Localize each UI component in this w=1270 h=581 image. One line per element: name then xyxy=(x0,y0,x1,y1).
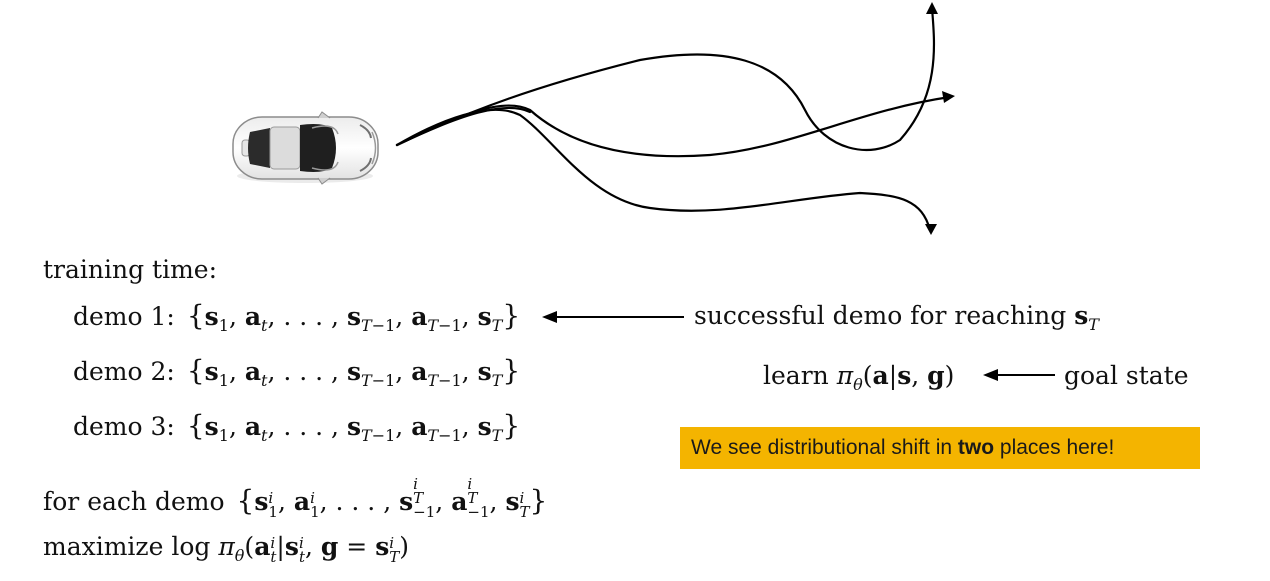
log-label: log xyxy=(171,532,211,561)
training-time-heading: training time: xyxy=(43,255,217,285)
for-each-demo-label: for each demo xyxy=(43,487,225,516)
goal-state-label: goal state xyxy=(1064,361,1189,390)
callout-suffix: places here! xyxy=(994,436,1115,459)
callout-text: We see distributional shift in two place… xyxy=(691,436,1114,460)
callout-prefix: We see distributional shift in xyxy=(691,436,958,459)
callout-bold-word: two xyxy=(957,436,995,459)
trajectory-1 xyxy=(395,6,936,152)
demo-3-line: demo 3:{s1, at, . . . , sT−1, aT−1, sT} xyxy=(73,409,521,446)
arrowhead-up xyxy=(926,2,938,14)
trajectory-3 xyxy=(395,108,932,232)
arrow-goal-state-head xyxy=(983,369,998,381)
maximize-label: maximize xyxy=(43,532,164,561)
arrow-demo-to-success-head xyxy=(542,311,557,323)
trajectory-4 xyxy=(395,106,532,147)
demo-1-label: demo 1: xyxy=(73,302,175,331)
distribution-shift-callout: We see distributional shift in two place… xyxy=(680,427,1200,469)
demo-2-label: demo 2: xyxy=(73,357,175,386)
arrowhead-right xyxy=(942,91,955,103)
car-top-view-icon xyxy=(232,111,379,185)
successful-demo-annotation: successful demo for reaching sT xyxy=(694,301,1099,334)
demo-1-line: demo 1:{s1, at, . . . , sT−1, aT−1, sT} xyxy=(73,299,521,336)
trajectory-2 xyxy=(395,95,952,158)
demo-3-label: demo 3: xyxy=(73,412,175,441)
trajectory-arrowheads xyxy=(925,2,955,235)
demo-2-line: demo 2:{s1, at, . . . , sT−1, aT−1, sT} xyxy=(73,354,521,391)
arrowhead-down xyxy=(925,224,937,235)
annotation-arrows xyxy=(542,311,1055,381)
learn-policy-line: learn πθ(a|s, g) xyxy=(763,361,955,394)
learn-label: learn xyxy=(763,361,829,390)
goal-state-annotation: goal state xyxy=(1064,361,1189,391)
training-time-label: training time: xyxy=(43,255,218,284)
successful-demo-label: successful demo for reaching xyxy=(694,301,1067,330)
demo-trajectories xyxy=(395,6,952,232)
